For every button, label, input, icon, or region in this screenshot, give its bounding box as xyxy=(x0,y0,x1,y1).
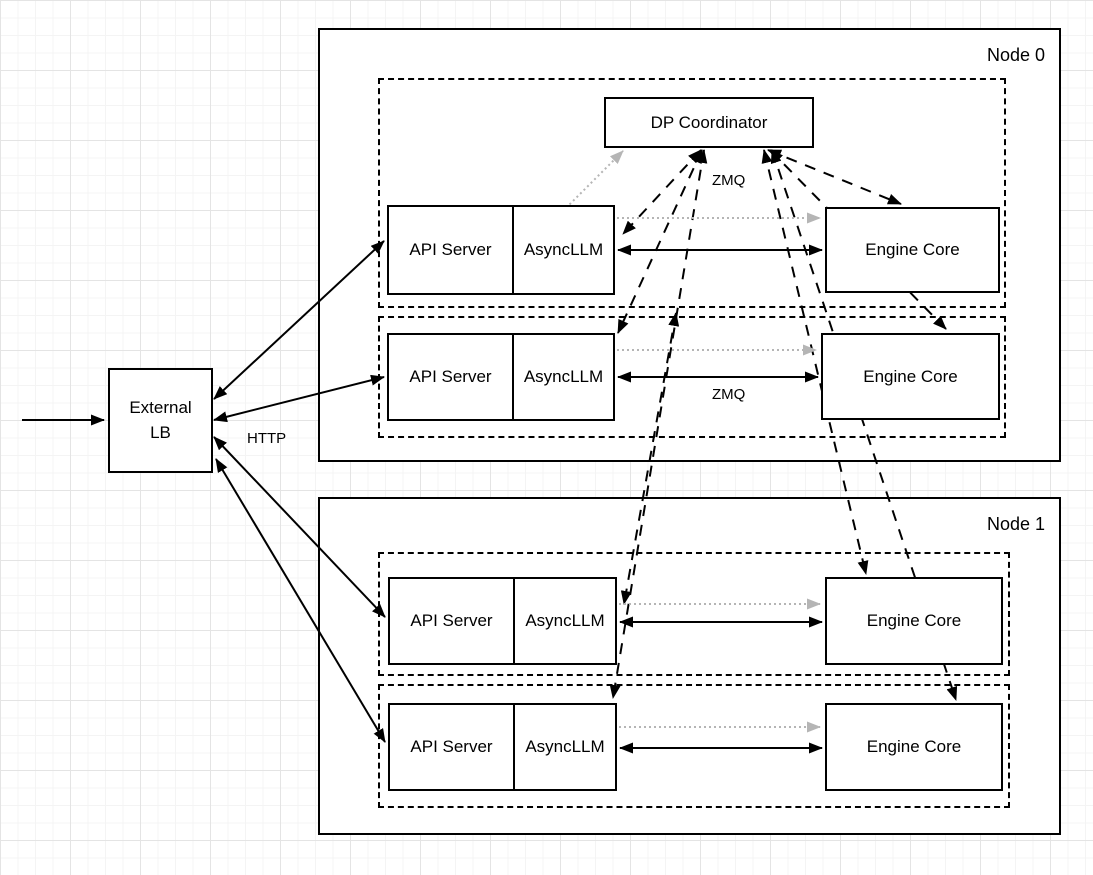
api-asyncllm-box-0: API Server AsyncLLM xyxy=(387,205,615,295)
dp-coordinator-box: DP Coordinator xyxy=(604,97,814,148)
engine-core-label-3: Engine Core xyxy=(866,737,962,756)
external-lb-label-line2: LB xyxy=(150,422,171,442)
engine-core-box-0: Engine Core xyxy=(825,207,1000,293)
engine-core-label-2: Engine Core xyxy=(866,611,962,630)
api-server-label-1: API Server xyxy=(389,335,514,419)
api-asyncllm-box-2: API Server AsyncLLM xyxy=(388,577,617,665)
external-lb-box: External LB xyxy=(108,368,213,473)
http-label: HTTP xyxy=(247,430,287,447)
node1-label: Node 1 xyxy=(986,514,1045,534)
engine-core-box-1: Engine Core xyxy=(821,333,1000,420)
zmq-label-coordinator: ZMQ xyxy=(712,172,746,189)
api-server-label-2: API Server xyxy=(390,579,515,663)
engine-core-box-2: Engine Core xyxy=(825,577,1003,665)
asyncllm-label-3: AsyncLLM xyxy=(525,737,605,756)
api-server-label-0: API Server xyxy=(389,207,514,293)
dp-coordinator-label: DP Coordinator xyxy=(650,112,768,132)
asyncllm-label-0: AsyncLLM xyxy=(523,240,604,259)
api-asyncllm-box-3: API Server AsyncLLM xyxy=(388,703,617,791)
api-asyncllm-box-1: API Server AsyncLLM xyxy=(387,333,615,421)
engine-core-label-1: Engine Core xyxy=(863,366,958,386)
api-server-label-3: API Server xyxy=(390,705,515,789)
asyncllm-label-1: AsyncLLM xyxy=(523,367,604,386)
engine-core-box-3: Engine Core xyxy=(825,703,1003,791)
zmq-label-row: ZMQ xyxy=(712,386,746,403)
asyncllm-label-2: AsyncLLM xyxy=(525,611,605,630)
engine-core-label-0: Engine Core xyxy=(865,240,960,259)
node0-label: Node 0 xyxy=(986,45,1045,65)
external-lb-label-line1: External xyxy=(129,397,192,417)
